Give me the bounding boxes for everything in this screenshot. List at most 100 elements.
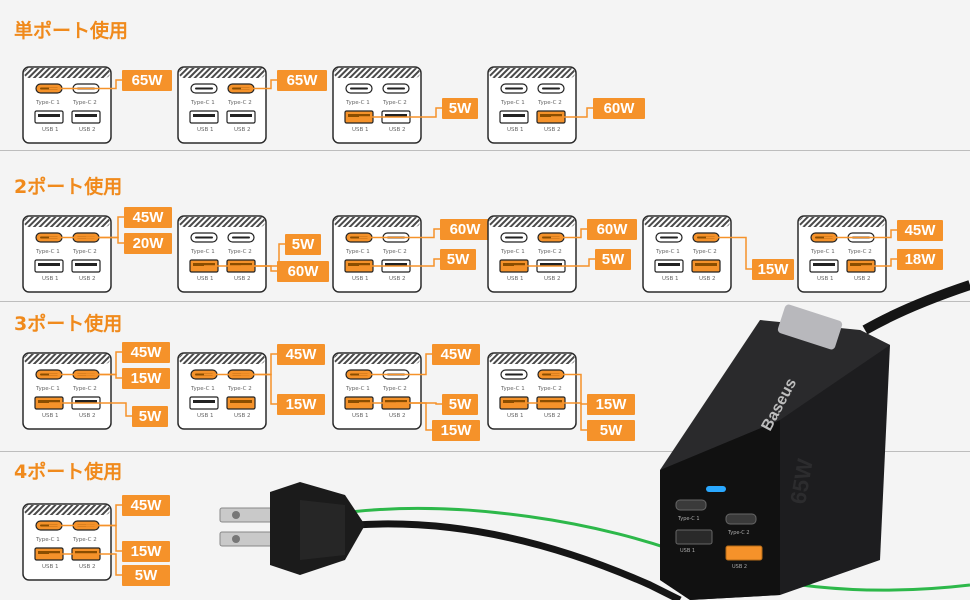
svg-text:USB 1: USB 1	[680, 548, 695, 554]
power-badge: 60W	[440, 219, 490, 240]
svg-text:Type-C 2: Type-C 2	[72, 386, 97, 392]
power-badge: 5W	[595, 249, 631, 270]
power-badge: 45W	[122, 495, 170, 516]
svg-text:USB 1: USB 1	[42, 127, 59, 133]
svg-text:USB 1: USB 1	[42, 276, 59, 282]
svg-text:Type-C 2: Type-C 2	[692, 249, 717, 255]
svg-text:Type-C 2: Type-C 2	[382, 100, 407, 106]
svg-text:Type-C 2: Type-C 2	[227, 386, 252, 392]
svg-text:USB 2: USB 2	[732, 564, 747, 570]
svg-text:Type-C 1: Type-C 1	[500, 386, 525, 392]
power-cable	[354, 520, 682, 600]
svg-text:USB 2: USB 2	[854, 276, 871, 282]
svg-text:Type-C 1: Type-C 1	[345, 249, 370, 255]
power-badge: 18W	[897, 249, 943, 270]
svg-text:Type-C 1: Type-C 1	[655, 249, 680, 255]
svg-text:USB 2: USB 2	[79, 564, 96, 570]
power-badge: 15W	[277, 394, 325, 415]
power-badge: 45W	[432, 344, 480, 365]
svg-text:USB 2: USB 2	[544, 127, 561, 133]
section-title-three: 3ポート使用	[14, 313, 123, 335]
power-badge: 60W	[277, 261, 329, 282]
section-title-single: 単ポート使用	[14, 20, 129, 42]
svg-text:USB 2: USB 2	[389, 413, 406, 419]
svg-text:USB 1: USB 1	[352, 276, 369, 282]
green-cable	[349, 507, 970, 592]
svg-text:USB 1: USB 1	[352, 413, 369, 419]
svg-text:Type-C 1: Type-C 1	[345, 386, 370, 392]
svg-text:USB 2: USB 2	[389, 127, 406, 133]
svg-text:USB 2: USB 2	[79, 276, 96, 282]
svg-text:Type-C 2: Type-C 2	[227, 100, 252, 106]
svg-text:Type-C 2: Type-C 2	[847, 249, 872, 255]
power-badge: 65W	[277, 70, 327, 91]
power-badge: 45W	[122, 342, 170, 363]
svg-text:Type-C 1: Type-C 1	[677, 516, 700, 522]
svg-text:Type-C 2: Type-C 2	[72, 100, 97, 106]
svg-text:USB 2: USB 2	[544, 276, 561, 282]
svg-text:USB 2: USB 2	[699, 276, 716, 282]
section-title-four: 4ポート使用	[14, 461, 123, 483]
charger-port-diagram: Type-C 1 Type-C 2 USB 1 USB 2	[797, 215, 887, 293]
svg-text:USB 1: USB 1	[197, 413, 214, 419]
power-badge: 20W	[124, 233, 172, 254]
charger-body	[660, 330, 890, 600]
svg-text:USB 1: USB 1	[817, 276, 834, 282]
charger-port-diagram: Type-C 1 Type-C 2 USB 1 USB 2	[22, 352, 112, 430]
svg-text:USB 1: USB 1	[507, 413, 524, 419]
charger-port-diagram: Type-C 1 Type-C 2 USB 1 USB 2	[332, 352, 422, 430]
svg-text:USB 1: USB 1	[507, 276, 524, 282]
power-badge: 5W	[122, 565, 170, 586]
section-title-two: 2ポート使用	[14, 176, 123, 198]
svg-text:USB 1: USB 1	[42, 413, 59, 419]
charger-port-diagram: Type-C 1 Type-C 2 USB 1 USB 2	[487, 352, 577, 430]
section-divider	[0, 301, 970, 302]
power-badge: 15W	[122, 368, 170, 389]
svg-text:USB 2: USB 2	[389, 276, 406, 282]
svg-text:USB 2: USB 2	[544, 413, 561, 419]
power-badge: 15W	[432, 420, 480, 441]
brand-logo: Baseus	[759, 376, 801, 434]
svg-text:Type-C 1: Type-C 1	[190, 100, 215, 106]
svg-text:Type-C 2: Type-C 2	[727, 530, 750, 536]
svg-text:USB 1: USB 1	[197, 127, 214, 133]
charger-port-diagram: Type-C 1 Type-C 2 USB 1 USB 2	[332, 215, 422, 293]
power-badge: 60W	[593, 98, 645, 119]
section-divider	[0, 150, 970, 151]
svg-text:Type-C 1: Type-C 1	[35, 386, 60, 392]
svg-text:USB 1: USB 1	[197, 276, 214, 282]
model-mark: 65W	[785, 457, 818, 506]
svg-text:USB 1: USB 1	[352, 127, 369, 133]
svg-text:Type-C 2: Type-C 2	[227, 249, 252, 255]
power-badge: 60W	[587, 219, 637, 240]
power-badge: 45W	[897, 220, 943, 241]
power-badge: 15W	[587, 394, 635, 415]
svg-text:USB 1: USB 1	[662, 276, 679, 282]
svg-text:USB 1: USB 1	[507, 127, 524, 133]
svg-text:USB 2: USB 2	[234, 413, 251, 419]
svg-text:Type-C 2: Type-C 2	[382, 386, 407, 392]
charger-port-diagram: Type-C 1 Type-C 2 USB 1 USB 2	[177, 66, 267, 144]
svg-text:USB 2: USB 2	[79, 413, 96, 419]
svg-text:Type-C 1: Type-C 1	[810, 249, 835, 255]
power-badge: 45W	[124, 207, 172, 228]
svg-text:Type-C 2: Type-C 2	[382, 249, 407, 255]
section-divider	[0, 451, 970, 452]
svg-text:Type-C 1: Type-C 1	[190, 249, 215, 255]
svg-text:Type-C 2: Type-C 2	[72, 249, 97, 255]
svg-text:USB 2: USB 2	[234, 276, 251, 282]
power-badge: 5W	[440, 249, 476, 270]
svg-text:Type-C 2: Type-C 2	[537, 386, 562, 392]
svg-text:USB 2: USB 2	[234, 127, 251, 133]
svg-text:Type-C 2: Type-C 2	[537, 249, 562, 255]
svg-text:USB 1: USB 1	[42, 564, 59, 570]
svg-text:Type-C 1: Type-C 1	[345, 100, 370, 106]
power-badge: 5W	[442, 98, 478, 119]
power-badge: 5W	[132, 406, 168, 427]
